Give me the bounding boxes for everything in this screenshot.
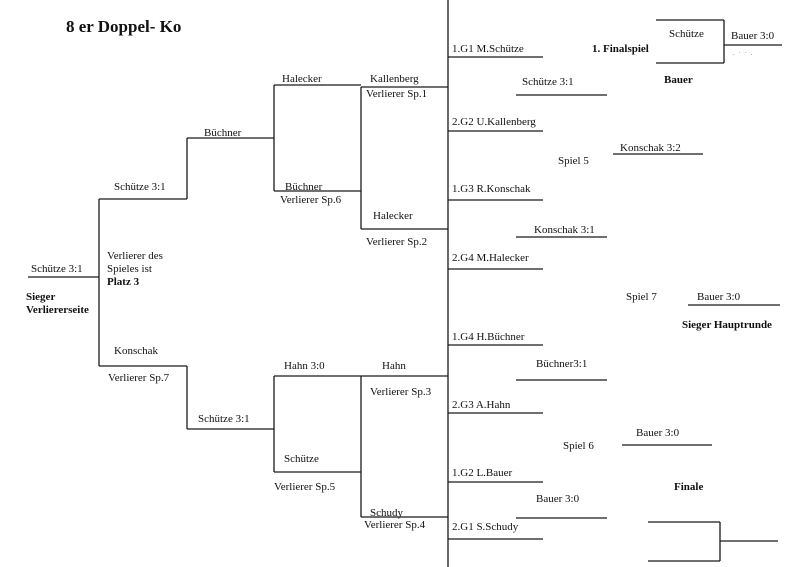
slot-label: 2.G1 S.Schudy bbox=[452, 521, 519, 533]
loser-source: Verlierer Sp.2 bbox=[366, 236, 428, 248]
loser-source: Verlierer Sp.7 bbox=[108, 372, 170, 384]
result-label: Bauer 3:0 bbox=[636, 427, 680, 439]
result-label: Konschak 3:2 bbox=[620, 142, 681, 154]
loser-bracket-winner: Schütze 3:1 bbox=[114, 181, 166, 193]
loser-bracket-winner: Büchner bbox=[285, 181, 323, 193]
loser-bracket-winner: Schudy bbox=[370, 507, 403, 519]
result-label: Büchner3:1 bbox=[536, 358, 588, 370]
slot-label: 1.G3 R.Konschak bbox=[452, 183, 531, 195]
loser-bracket-winner: Hahn bbox=[382, 360, 406, 372]
slot-label: 1.G1 M.Schütze bbox=[452, 43, 524, 55]
loser-bracket-winner: Schütze bbox=[284, 453, 319, 465]
game-label: Spiel 7 bbox=[626, 291, 657, 303]
result-label: Bauer 3:0 bbox=[697, 291, 741, 303]
slot-label: 1.G4 H.Büchner bbox=[452, 331, 525, 343]
slot-label: 2.G3 A.Hahn bbox=[452, 399, 511, 411]
winner-label: Verliererseite bbox=[26, 304, 89, 316]
loser-source: Verlierer Sp.1 bbox=[366, 88, 428, 100]
final-game-label: 1. Finalspiel bbox=[592, 43, 649, 55]
game-label: Spiel 5 bbox=[558, 155, 589, 167]
loser-bracket-winner: Hahn 3:0 bbox=[284, 360, 325, 372]
winner-label: Sieger bbox=[26, 291, 56, 303]
scribble-marks: · ˙ ˙ · bbox=[732, 51, 754, 59]
placement-note: Verlierer des bbox=[107, 250, 163, 262]
loser-bracket-winner: Schütze 3:1 bbox=[198, 413, 250, 425]
result-label: Schütze 3:1 bbox=[522, 76, 574, 88]
final-game-player1: Schütze bbox=[669, 28, 704, 40]
result-label: Bauer 3:0 bbox=[536, 493, 580, 505]
result-label: Konschak 3:1 bbox=[534, 224, 595, 236]
loser-bracket-final-result: Schütze 3:1 bbox=[31, 263, 83, 275]
winner-label: Sieger Hauptrunde bbox=[682, 319, 772, 331]
loser-bracket-winner: Halecker bbox=[373, 210, 413, 222]
loser-bracket-winner: Büchner bbox=[204, 127, 242, 139]
slot-label: 1.G2 L.Bauer bbox=[452, 467, 513, 479]
placement-note: Spieles ist bbox=[107, 263, 152, 275]
final-game-result: Bauer 3:0 bbox=[731, 30, 775, 42]
loser-source: Verlierer Sp.5 bbox=[274, 481, 336, 493]
loser-bracket-winner: Kallenberg bbox=[370, 73, 419, 85]
page-title: 8 er Doppel- Ko bbox=[66, 17, 182, 36]
loser-bracket-winner: Konschak bbox=[114, 345, 158, 357]
loser-bracket-winner: Halecker bbox=[282, 73, 322, 85]
slot-label: 2.G4 M.Halecker bbox=[452, 252, 529, 264]
slot-label: 2.G2 U.Kallenberg bbox=[452, 116, 536, 128]
placement-note: Platz 3 bbox=[107, 276, 140, 288]
loser-source: Verlierer Sp.3 bbox=[370, 386, 432, 398]
game-label: Spiel 6 bbox=[563, 440, 594, 452]
loser-source: Verlierer Sp.6 bbox=[280, 194, 342, 206]
loser-source: Verlierer Sp.4 bbox=[364, 519, 426, 531]
finale-label: Finale bbox=[674, 481, 704, 493]
final-game-player2: Bauer bbox=[664, 74, 693, 86]
